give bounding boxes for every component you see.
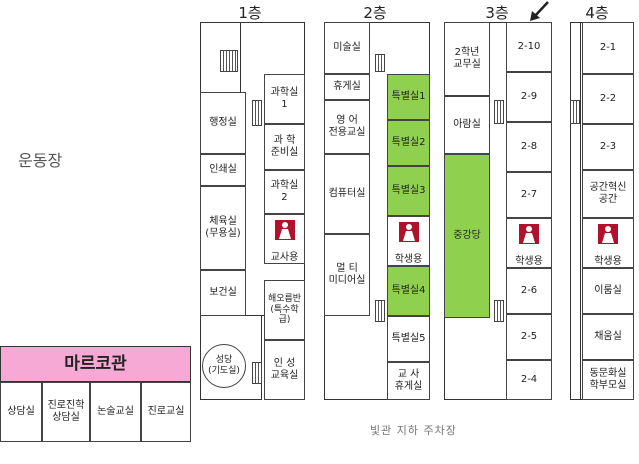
room-teacher-lounge[interactable]: 교 사 휴게실 bbox=[387, 362, 430, 400]
room-career-counseling[interactable]: 진로진학 상담실 bbox=[42, 382, 90, 442]
room-special-1[interactable]: 특별실1 bbox=[387, 74, 430, 120]
room-science-1[interactable]: 과학실 1 bbox=[264, 74, 305, 124]
room-2-9[interactable]: 2-9 bbox=[506, 72, 552, 122]
room-essay[interactable]: 논술교실 bbox=[90, 382, 141, 442]
restroom-icon bbox=[519, 224, 539, 244]
room-chaeum[interactable]: 채움실 bbox=[582, 314, 634, 360]
room-special-class[interactable]: 해오름반 (특수학급) bbox=[264, 280, 305, 340]
floor-4-corridor-line bbox=[580, 22, 581, 400]
restroom-icon bbox=[399, 222, 419, 242]
room-print[interactable]: 인쇄실 bbox=[200, 154, 246, 186]
stairs bbox=[494, 300, 504, 322]
maruko-hall-title: 마르코관 bbox=[0, 346, 191, 382]
room-nurse[interactable]: 보건실 bbox=[200, 270, 246, 316]
room-2-6[interactable]: 2-6 bbox=[506, 268, 552, 314]
parking-label: 빛관 지하 주차장 bbox=[370, 424, 457, 437]
restroom-block bbox=[387, 216, 430, 266]
room-student-restroom[interactable]: 학생용 bbox=[394, 254, 423, 265]
floor-2-label: 2층 bbox=[363, 4, 387, 22]
floor-3-label: 3층 bbox=[485, 4, 509, 22]
room-2-1[interactable]: 2-1 bbox=[582, 22, 634, 74]
floor-1-corridor-line bbox=[240, 22, 241, 92]
stairs bbox=[220, 50, 238, 72]
restroom-icon bbox=[275, 220, 295, 240]
room-auditorium[interactable]: 중강당 bbox=[444, 154, 490, 318]
stairs bbox=[375, 300, 385, 322]
room-alumni-parents[interactable]: 동문화실 학부모실 bbox=[582, 360, 634, 400]
room-gym[interactable]: 체육실 (무용실) bbox=[200, 186, 246, 270]
room-2-8[interactable]: 2-8 bbox=[506, 122, 552, 172]
room-computer[interactable]: 컴퓨터실 bbox=[324, 154, 370, 234]
floor-4-label: 4층 bbox=[585, 4, 609, 22]
stairs bbox=[252, 362, 262, 384]
room-irum[interactable]: 이룸실 bbox=[582, 268, 634, 314]
room-2-10[interactable]: 2-10 bbox=[506, 22, 552, 72]
restroom-icon bbox=[598, 224, 618, 244]
room-admin-office[interactable]: 행정실 bbox=[200, 92, 246, 154]
stairs bbox=[570, 100, 580, 124]
room-2-4[interactable]: 2-4 bbox=[506, 360, 552, 400]
room-2nd-grade-office[interactable]: 2학년 교무실 bbox=[444, 22, 490, 96]
room-aram[interactable]: 아람실 bbox=[444, 96, 490, 154]
floor-1-label: 1층 bbox=[238, 4, 262, 22]
stairs bbox=[494, 100, 504, 124]
room-innovation-space[interactable]: 공간혁신 공간 bbox=[582, 170, 634, 218]
room-chapel[interactable]: 성당 (기도실) bbox=[202, 344, 246, 388]
room-2-5[interactable]: 2-5 bbox=[506, 314, 552, 360]
room-student-restroom[interactable]: 학생용 bbox=[594, 256, 622, 267]
room-english[interactable]: 영 어 전용교실 bbox=[324, 100, 370, 154]
room-art[interactable]: 미술실 bbox=[324, 22, 370, 74]
arrow-down-left-icon bbox=[530, 1, 549, 21]
room-counseling[interactable]: 상담실 bbox=[0, 382, 42, 442]
stairs bbox=[375, 54, 385, 72]
room-special-5[interactable]: 특별실5 bbox=[387, 316, 430, 362]
playground-label: 운동장 bbox=[18, 151, 63, 170]
room-teacher-restroom[interactable]: 교사용 bbox=[270, 252, 299, 263]
room-special-3[interactable]: 특별실3 bbox=[387, 166, 430, 216]
room-career[interactable]: 진로교실 bbox=[141, 382, 191, 442]
room-lounge[interactable]: 휴게실 bbox=[324, 74, 370, 100]
room-science-prep[interactable]: 과 학 준비실 bbox=[264, 124, 305, 170]
room-science-2[interactable]: 과학실 2 bbox=[264, 170, 305, 214]
room-multimedia[interactable]: 멀 티 미디어실 bbox=[324, 234, 370, 316]
room-special-4[interactable]: 특별실4 bbox=[387, 266, 430, 316]
room-2-2[interactable]: 2-2 bbox=[582, 74, 634, 124]
room-2-7[interactable]: 2-7 bbox=[506, 172, 552, 218]
room-2-3[interactable]: 2-3 bbox=[582, 124, 634, 170]
stairs bbox=[252, 100, 262, 126]
room-character-edu[interactable]: 인 성 교육실 bbox=[264, 340, 305, 400]
room-student-restroom[interactable]: 학생용 bbox=[515, 256, 543, 267]
room-special-2[interactable]: 특별실2 bbox=[387, 120, 430, 166]
